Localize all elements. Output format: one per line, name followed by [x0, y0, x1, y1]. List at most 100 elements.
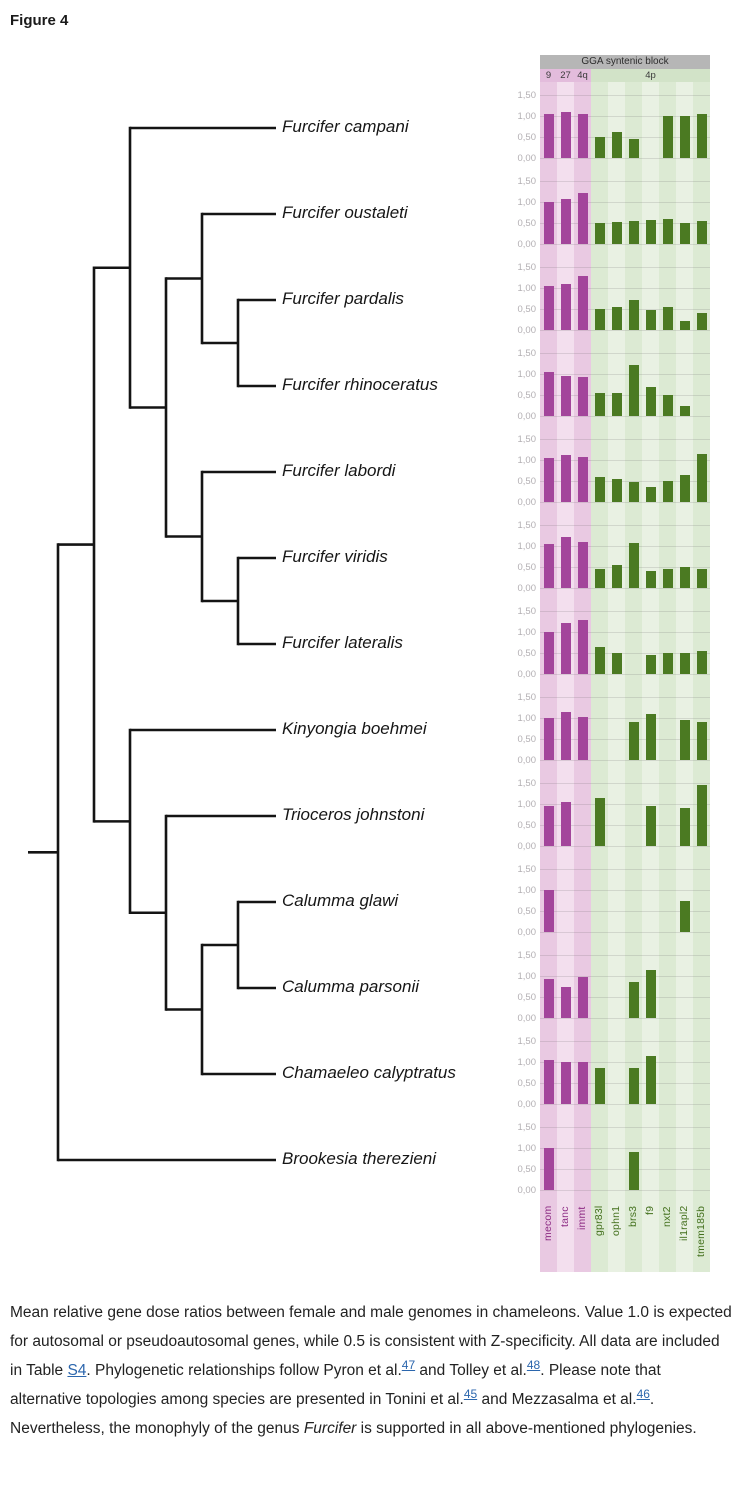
- bar-tmem185b: [696, 220, 707, 244]
- caption-superscript: 45: [464, 1386, 477, 1401]
- link-ref-47[interactable]: 47: [401, 1357, 416, 1372]
- bar-f9: [645, 713, 656, 760]
- link-ref-45[interactable]: 45: [463, 1386, 478, 1401]
- gridline: [540, 653, 710, 654]
- gene-label-immt: immt: [576, 1206, 588, 1230]
- gridline: [540, 1041, 710, 1042]
- bar-tanc: [560, 711, 571, 760]
- bar-tanc: [560, 1062, 571, 1104]
- chart-header-gga-syntenic-block: GGA syntenic block: [540, 55, 710, 69]
- y-tick-label: 0,00: [517, 841, 537, 852]
- bar-immt: [577, 1062, 588, 1104]
- bar-immt: [577, 541, 588, 588]
- bar-tanc: [560, 376, 571, 416]
- y-tick-label: 1,00: [517, 283, 537, 294]
- bar-gpr83l: [594, 392, 605, 416]
- gridline: [540, 869, 710, 870]
- gridline: [540, 395, 710, 396]
- bar-mecom: [543, 457, 554, 502]
- bar-tanc: [560, 986, 571, 1018]
- bar-f9: [645, 219, 656, 244]
- bar-f9: [645, 969, 656, 1018]
- y-tick-label: 1,00: [517, 1143, 537, 1154]
- gridline: [540, 588, 710, 589]
- y-tick-label: 0,00: [517, 153, 537, 164]
- caption-text: Mean relative gene dose ratios between f…: [10, 1304, 732, 1379]
- gridline: [540, 1127, 710, 1128]
- bar-brs3: [628, 542, 639, 588]
- bar-mecom: [543, 718, 554, 760]
- gridline: [540, 267, 710, 268]
- gene-label-ophn1: ophn1: [610, 1206, 622, 1237]
- gene-label-gpr83l: gpr83l: [593, 1206, 605, 1237]
- gene-label-f9: f9: [644, 1206, 656, 1216]
- bar-ophn1: [611, 564, 622, 588]
- bar-mecom: [543, 285, 554, 330]
- bar-ophn1: [611, 222, 622, 244]
- bar-immt: [577, 717, 588, 760]
- bar-mecom: [543, 1148, 554, 1190]
- gridline: [540, 955, 710, 956]
- column-stripe-ophn1: [608, 82, 625, 1272]
- caption-text: and Tolley et al.: [415, 1362, 527, 1379]
- y-tick-label: 1,00: [517, 885, 537, 896]
- bar-immt: [577, 276, 588, 330]
- gridline: [540, 632, 710, 633]
- bar-tanc: [560, 801, 571, 846]
- gridline: [540, 181, 710, 182]
- gridline: [540, 546, 710, 547]
- species-label: Trioceros johnstoni: [282, 805, 425, 824]
- y-tick-label: 1,00: [517, 971, 537, 982]
- bar-ophn1: [611, 306, 622, 330]
- bar-immt: [577, 977, 588, 1018]
- y-tick-label: 1,00: [517, 1057, 537, 1068]
- y-tick-label: 0,50: [517, 1078, 537, 1089]
- bar-gpr83l: [594, 309, 605, 330]
- y-tick-label: 1,50: [517, 606, 537, 617]
- y-tick-label: 1,00: [517, 713, 537, 724]
- y-tick-label: 1,00: [517, 111, 537, 122]
- bar-mecom: [543, 890, 554, 932]
- bar-tanc: [560, 198, 571, 244]
- caption-superscript: 46: [637, 1386, 650, 1401]
- caption-text: is supported in all above-mentioned phyl…: [356, 1420, 697, 1437]
- bar-tanc: [560, 536, 571, 588]
- species-label: Furcifer oustaleti: [282, 203, 408, 222]
- gene-label-il1rapl2: il1rapl2: [678, 1206, 690, 1242]
- bar-gpr83l: [594, 569, 605, 588]
- bar-tanc: [560, 283, 571, 330]
- y-tick-label: 1,50: [517, 90, 537, 101]
- bar-tmem185b: [696, 453, 707, 502]
- y-tick-label: 0,00: [517, 755, 537, 766]
- link-table-s4[interactable]: S4: [67, 1362, 87, 1379]
- y-tick-label: 1,00: [517, 197, 537, 208]
- gridline: [540, 288, 710, 289]
- gridline: [540, 95, 710, 96]
- gene-label-brs3: brs3: [627, 1206, 639, 1228]
- bar-gpr83l: [594, 137, 605, 158]
- bar-gpr83l: [594, 223, 605, 244]
- gridline: [540, 783, 710, 784]
- figure-title: Figure 4: [10, 12, 69, 29]
- gridline: [540, 330, 710, 331]
- bar-nxt2: [662, 395, 673, 416]
- bar-nxt2: [662, 569, 673, 588]
- gridline: [540, 674, 710, 675]
- gridline: [540, 739, 710, 740]
- bar-brs3: [628, 982, 639, 1018]
- y-tick-label: 0,50: [517, 820, 537, 831]
- y-tick-label: 0,50: [517, 390, 537, 401]
- y-tick-label: 1,50: [517, 176, 537, 187]
- y-tick-label: 1,50: [517, 262, 537, 273]
- gridline: [540, 481, 710, 482]
- y-tick-label: 1,50: [517, 520, 537, 531]
- link-ref-46[interactable]: 46: [636, 1386, 650, 1401]
- y-tick-label: 0,50: [517, 304, 537, 315]
- gridline: [540, 1169, 710, 1170]
- y-tick-label: 0,00: [517, 1185, 537, 1196]
- bar-il1rapl2: [679, 900, 690, 932]
- y-tick-label: 0,00: [517, 497, 537, 508]
- gridline: [540, 460, 710, 461]
- link-ref-48[interactable]: 48: [526, 1357, 541, 1372]
- bar-il1rapl2: [679, 116, 690, 158]
